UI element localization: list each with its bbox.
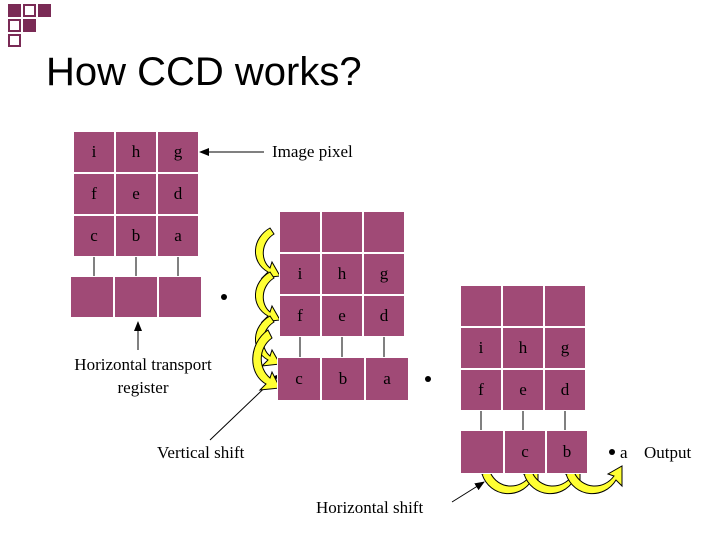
- stage2-output-dot: [425, 376, 431, 382]
- stage2-pixel: h: [321, 253, 363, 295]
- stage2-connector-lines: [299, 336, 385, 357]
- stage2-pixel: [363, 211, 405, 253]
- vertical-shift-curved-arrows: [252, 227, 281, 391]
- horizontal-transport-register-label-line2: register: [117, 378, 169, 397]
- stage3-pixel: [460, 285, 502, 327]
- output-label: Output: [644, 443, 692, 462]
- stage2-pixel: i: [279, 253, 321, 295]
- image-pixel-label: Image pixel: [272, 142, 353, 161]
- stage2-pixel: e: [321, 295, 363, 337]
- stage3-pixel: [502, 285, 544, 327]
- stage3-connector-lines: [480, 410, 566, 430]
- horizontal-transport-register-label-line1: Horizontal transport: [74, 355, 212, 374]
- corner-decoration-square: [23, 19, 36, 32]
- stage1-pixel: e: [115, 173, 157, 215]
- stage2-pixel: d: [363, 295, 405, 337]
- output-value: a: [620, 443, 628, 462]
- stage1-register-cell: [70, 276, 114, 318]
- stage1-pixel: d: [157, 173, 199, 215]
- stage1-pixel: c: [73, 215, 115, 257]
- stage3-pixel: i: [460, 327, 502, 369]
- stage1-pixel: g: [157, 131, 199, 173]
- stage3-pixel: h: [502, 327, 544, 369]
- vertical-shift-label: Vertical shift: [157, 443, 245, 462]
- stage3-pixel: g: [544, 327, 586, 369]
- stage1-pixel: h: [115, 131, 157, 173]
- corner-decoration-square: [23, 4, 36, 17]
- slide-title: How CCD works?: [46, 50, 362, 94]
- stage1-pixel: a: [157, 215, 199, 257]
- stage2-register-cell: a: [365, 357, 409, 401]
- stage3-register-cell: [460, 430, 504, 474]
- stage3-pixel: [544, 285, 586, 327]
- corner-decoration-square: [8, 4, 21, 17]
- stage2-pixel: g: [363, 253, 405, 295]
- horizontal-transport-register-label: Horizontal transport register: [58, 353, 228, 399]
- stage2-register-cell: b: [321, 357, 365, 401]
- stage2-pixel: f: [279, 295, 321, 337]
- stage1-register-cell: [114, 276, 158, 318]
- stage1-pixel: i: [73, 131, 115, 173]
- stage3-pixel: e: [502, 369, 544, 411]
- stage2-pixel: [321, 211, 363, 253]
- stage1-pixel: b: [115, 215, 157, 257]
- stage3-pixel: d: [544, 369, 586, 411]
- corner-decoration-square: [8, 34, 21, 47]
- corner-decoration-square: [8, 19, 21, 32]
- stage3-register-cell: c: [504, 430, 546, 474]
- stage2-pixel: [279, 211, 321, 253]
- stage2-register-cell: c: [277, 357, 321, 401]
- stage3-pixel: f: [460, 369, 502, 411]
- corner-decoration-square: [38, 4, 51, 17]
- stage1-pixel: f: [73, 173, 115, 215]
- horizontal-shift-pointer-arrow: [451, 481, 485, 503]
- horizontal-shift-label: Horizontal shift: [316, 498, 424, 517]
- stage1-output-dot: [221, 294, 227, 300]
- stage1-register-cell: [158, 276, 202, 318]
- stage3-output-dot: [609, 449, 615, 455]
- stage3-register-cell: b: [546, 430, 588, 474]
